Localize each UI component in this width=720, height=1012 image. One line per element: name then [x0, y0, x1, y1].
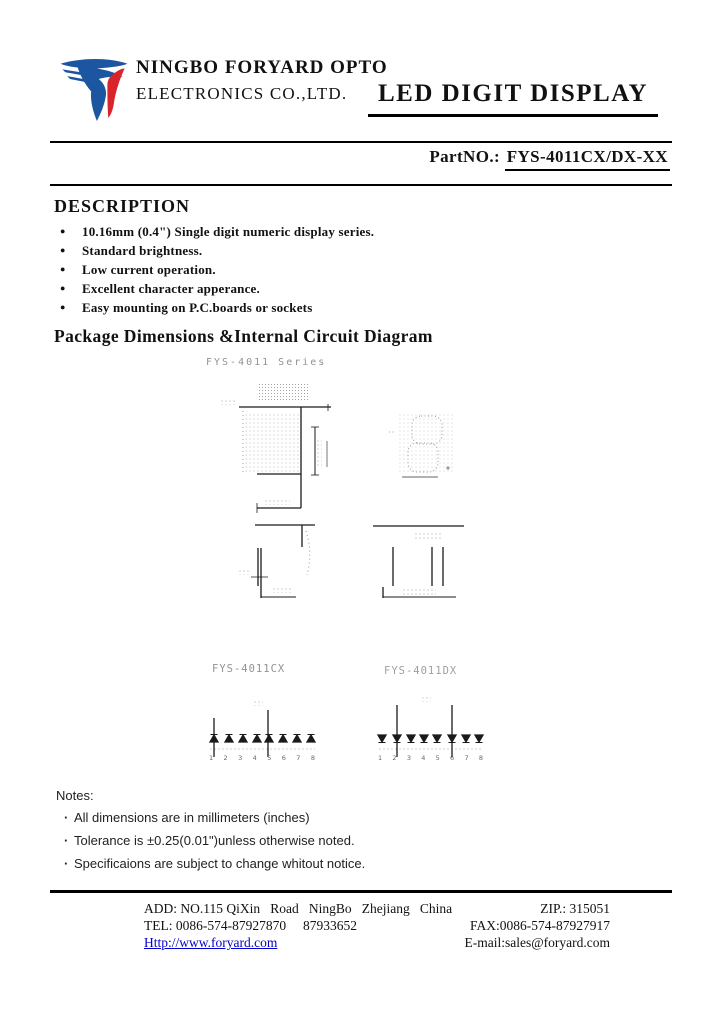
circuit-cx-label: FYS-4011CX [212, 663, 286, 675]
footer-divider [50, 890, 672, 893]
footer-phone-row: TEL: 0086-574-87927870 87933652 FAX:0086… [144, 918, 610, 934]
dimension-label-marks [220, 399, 236, 405]
cx-pin: 8 [310, 754, 315, 762]
dx-circuit [376, 705, 485, 757]
cx-circuit [208, 710, 317, 757]
cx-pin: 6 [281, 754, 286, 762]
pitch-label-marks [414, 532, 442, 539]
part-number-row: PartNO.: FYS-4011CX/DX-XX [0, 147, 670, 171]
cx-pin: 7 [296, 754, 301, 762]
cx-pin: 5 [267, 754, 272, 762]
part-number-value: FYS-4011CX/DX-XX [504, 147, 670, 171]
dx-pin-number-row: 1 2 3 4 5 6 7 8 [378, 754, 483, 762]
pin-dim-marks [238, 569, 250, 575]
dx-pin: 3 [406, 754, 411, 762]
footer-tel: TEL: 0086-574-87927870 87933652 [144, 918, 357, 933]
tornado-logo-icon [60, 59, 128, 122]
note-item: Specificaions are subject to change whit… [64, 856, 624, 871]
dx-segment-letter-marks [378, 747, 483, 751]
footer-address: ADD: NO.115 QiXin Road NingBo Zhejiang C… [144, 901, 453, 916]
note-item-wrap: Tolerance is ±0.25(0.01")unless otherwis… [64, 833, 624, 848]
cx-pin: 1 [209, 754, 214, 762]
description-bullet: Excellent character apperance. [60, 279, 620, 298]
part-number-label: PartNO.: [429, 147, 505, 166]
footer-zip: ZIP.: 315051 [540, 901, 610, 916]
package-diagram-area: FYS-4011 Series FYS-4011CX FYS-4011DX [0, 355, 720, 785]
divider-under-part [50, 184, 672, 186]
note-item-wrap: Specificaions are subject to change whit… [64, 856, 624, 871]
dx-pin: 2 [392, 754, 397, 762]
dx-pin: 1 [378, 754, 383, 762]
front-view-figure [239, 404, 331, 513]
package-diagram-svg [208, 404, 485, 757]
circuit-dx-label: FYS-4011DX [384, 665, 458, 677]
pin-view-figure [373, 525, 464, 598]
website-link[interactable]: Http://www.foryard.com [144, 935, 278, 950]
pin-length-marks [272, 587, 292, 593]
footer-email: E-mail:sales@foryard.com [464, 935, 610, 950]
dimension-note-marks [258, 383, 310, 401]
dim-bracket-label-marks [316, 439, 322, 467]
note-item-wrap: All dimensions are in millimeters (inche… [64, 810, 624, 825]
description-bullet: Easy mounting on P.C.boards or sockets [60, 298, 620, 317]
company-logo [57, 57, 131, 122]
notes-heading: Notes: [56, 788, 94, 803]
digit-face-figure [389, 415, 450, 478]
cx-common-pin-marks [253, 700, 263, 706]
footer-fax: FAX:0086-574-87927917 [470, 918, 610, 933]
side-view-figure [251, 524, 315, 598]
footer-web-row: Http://www.foryard.com E-mail:sales@fory… [144, 935, 610, 951]
cx-pin: 2 [223, 754, 228, 762]
display-face-noise [244, 413, 300, 473]
width-label-marks [402, 588, 436, 595]
note-item: All dimensions are in millimeters (inche… [64, 810, 624, 825]
cx-pin: 3 [238, 754, 243, 762]
dx-pin: 8 [478, 754, 483, 762]
package-section-heading: Package Dimensions &Internal Circuit Dia… [54, 326, 433, 346]
description-bullet: Low current operation. [60, 260, 620, 279]
dx-led-symbols [376, 734, 485, 744]
description-heading: DESCRIPTION [54, 196, 191, 216]
company-name-line1: NINGBO FORYARD OPTO [136, 57, 388, 78]
dx-pin: 6 [450, 754, 455, 762]
page-title: LED DIGIT DISPLAY [368, 80, 658, 117]
dx-pin: 5 [435, 754, 440, 762]
cx-segment-letter-marks [209, 747, 315, 751]
digit-face-noise [398, 413, 454, 473]
description-bullet: 10.16mm (0.4") Single digit numeric disp… [60, 222, 620, 241]
description-bullet-list: 10.16mm (0.4") Single digit numeric disp… [60, 222, 620, 317]
cx-pin: 4 [252, 754, 257, 762]
divider-top [50, 141, 672, 143]
series-label: FYS-4011 Series [206, 357, 327, 368]
note-item: Tolerance is ±0.25(0.01")unless otherwis… [64, 833, 624, 848]
company-name-line2: ELECTRONICS CO.,LTD. [136, 84, 348, 103]
cx-led-symbols [208, 733, 317, 743]
description-bullet: Standard brightness. [60, 241, 620, 260]
dx-pin: 7 [464, 754, 469, 762]
dx-common-pin-marks [421, 696, 431, 702]
cx-pin-number-row: 1 2 3 4 5 6 7 8 [209, 754, 315, 762]
bottom-dim-label-marks [264, 499, 290, 505]
dx-pin: 4 [421, 754, 426, 762]
footer-address-row: ADD: NO.115 QiXin Road NingBo Zhejiang C… [144, 901, 610, 917]
